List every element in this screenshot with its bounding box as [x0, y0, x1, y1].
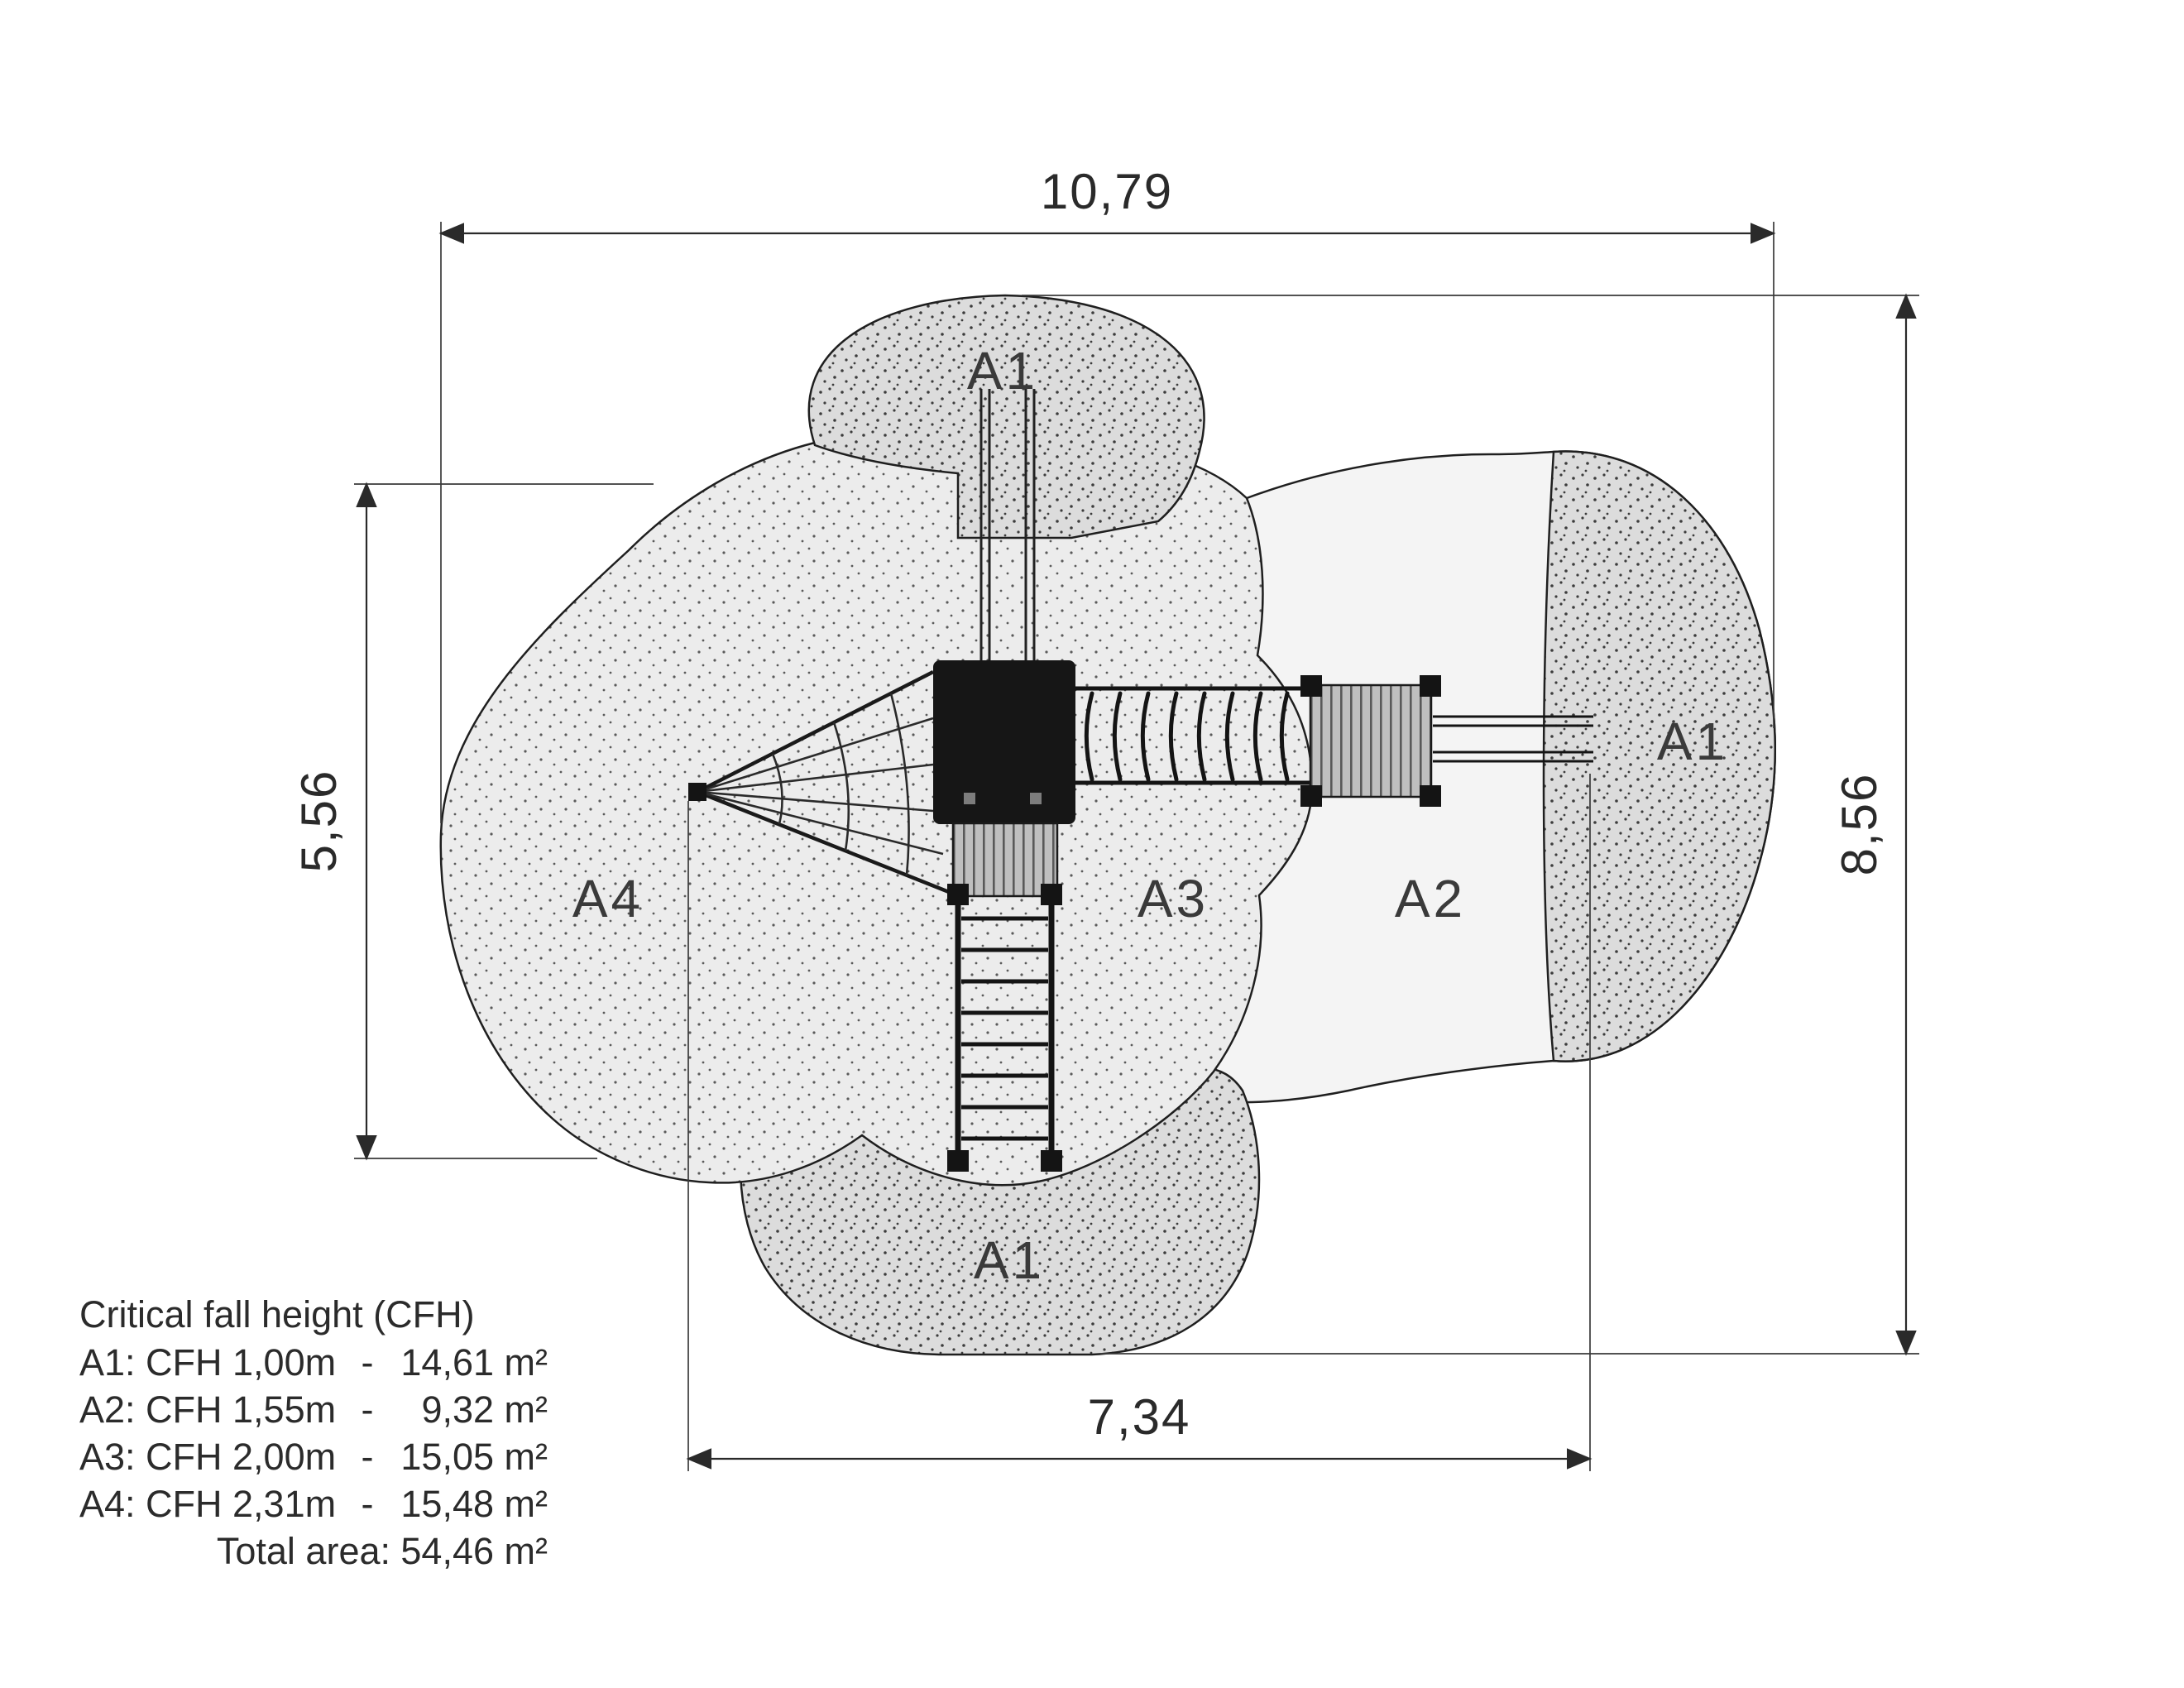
ladder-post — [947, 884, 969, 905]
bridge-rung — [1112, 691, 1123, 782]
zone-label-a2: A2 — [1395, 869, 1466, 928]
bridge-rung — [1168, 691, 1179, 782]
bridge-rung — [1252, 691, 1263, 782]
net-line — [697, 717, 934, 794]
dimension-value-bottom: 7,34 — [1088, 1389, 1191, 1445]
net-line — [832, 722, 850, 851]
legend-row-a3: A3: CFH 2,00m - 15,05 m² — [79, 1433, 548, 1480]
zone-a1-top-shape — [807, 294, 1205, 539]
bridge-rung — [1224, 691, 1235, 782]
zone-label-a1-bottom: A1 — [974, 1230, 1045, 1290]
bridge-rung — [1279, 691, 1290, 782]
platform-detail — [1030, 793, 1042, 804]
bridge-rung — [1196, 691, 1207, 782]
legend-row-label: A4: CFH 2,31m — [79, 1483, 337, 1525]
dimension-value-right: 8,56 — [1832, 773, 1887, 876]
legend-row-area: 14,61 m² — [400, 1341, 548, 1383]
legend-row-separator: - — [361, 1388, 374, 1431]
legend-row-separator: - — [361, 1483, 374, 1525]
tower-post — [1300, 785, 1322, 807]
legend-row-separator: - — [361, 1341, 374, 1383]
net-line — [889, 693, 910, 876]
legend-row-separator: - — [361, 1436, 374, 1478]
net-edge — [696, 669, 935, 794]
dimension-value-left: 5,56 — [291, 770, 347, 873]
zone-a3-a4-shape — [439, 429, 1314, 1187]
ladder-post — [1041, 884, 1062, 905]
tower-post — [1300, 675, 1322, 697]
zone-label-a3: A3 — [1138, 869, 1209, 928]
net-anchor-post — [688, 783, 706, 801]
slide — [1433, 715, 1593, 763]
tower-platform — [1300, 675, 1441, 807]
net-line — [697, 763, 934, 794]
legend-row-area: 9,32 m² — [421, 1388, 548, 1431]
dimension-top: 10,79 — [438, 164, 1776, 823]
net-edge — [697, 789, 954, 896]
legend-row-area: 15,05 m² — [400, 1436, 548, 1478]
legend-row-a4: A4: CFH 2,31m - 15,48 m² — [79, 1480, 548, 1527]
net-line — [771, 753, 783, 825]
ladder-post — [947, 1150, 969, 1172]
ladder — [947, 884, 1062, 1172]
legend-row-a2: A2: CFH 1,55m - 9,32 m² — [79, 1386, 548, 1433]
climbing-net — [688, 669, 954, 896]
ladder-post — [1041, 1150, 1062, 1172]
deck-platform — [951, 822, 1059, 898]
legend-row-total: Total area: 54,46 m² — [79, 1527, 548, 1575]
cfh-legend: Critical fall height (CFH) A1: CFH 1,00m… — [79, 1291, 548, 1575]
zone-a1-right-shape — [1542, 450, 1776, 1062]
zone-label-a1-right: A1 — [1657, 712, 1728, 771]
main-platform — [933, 660, 1075, 824]
legend-total-value: 54,46 m² — [400, 1530, 548, 1572]
platform-detail — [964, 793, 975, 804]
bridge-rung — [1084, 691, 1094, 782]
bridge — [1075, 686, 1310, 785]
bridge-rung — [1140, 691, 1151, 782]
legend-row-area: 15,48 m² — [400, 1483, 548, 1525]
legend-row-label: A3: CFH 2,00m — [79, 1436, 337, 1478]
legend-title: Critical fall height (CFH) — [79, 1293, 475, 1336]
net-line — [697, 790, 944, 856]
legend-row-label: A1: CFH 1,00m — [79, 1341, 337, 1383]
tower-post — [1420, 785, 1441, 807]
swing-posts — [979, 389, 1036, 662]
net-line — [697, 790, 934, 813]
dimension-value-top: 10,79 — [1041, 164, 1173, 219]
legend-row-label: A2: CFH 1,55m — [79, 1388, 337, 1431]
dimension-right: 8,56 — [1022, 293, 1919, 1356]
tower-post — [1420, 675, 1441, 697]
legend-total-label: Total area: — [216, 1530, 390, 1572]
play-structure — [688, 389, 1593, 1172]
legend-row-a1: A1: CFH 1,00m - 14,61 m² — [79, 1339, 548, 1386]
dimension-bottom: 7,34 — [686, 774, 1592, 1471]
tower-deck — [1309, 683, 1433, 798]
zone-label-a4: A4 — [572, 869, 644, 928]
dimension-left: 5,56 — [291, 482, 654, 1161]
zone-label-a1-top: A1 — [967, 341, 1038, 400]
